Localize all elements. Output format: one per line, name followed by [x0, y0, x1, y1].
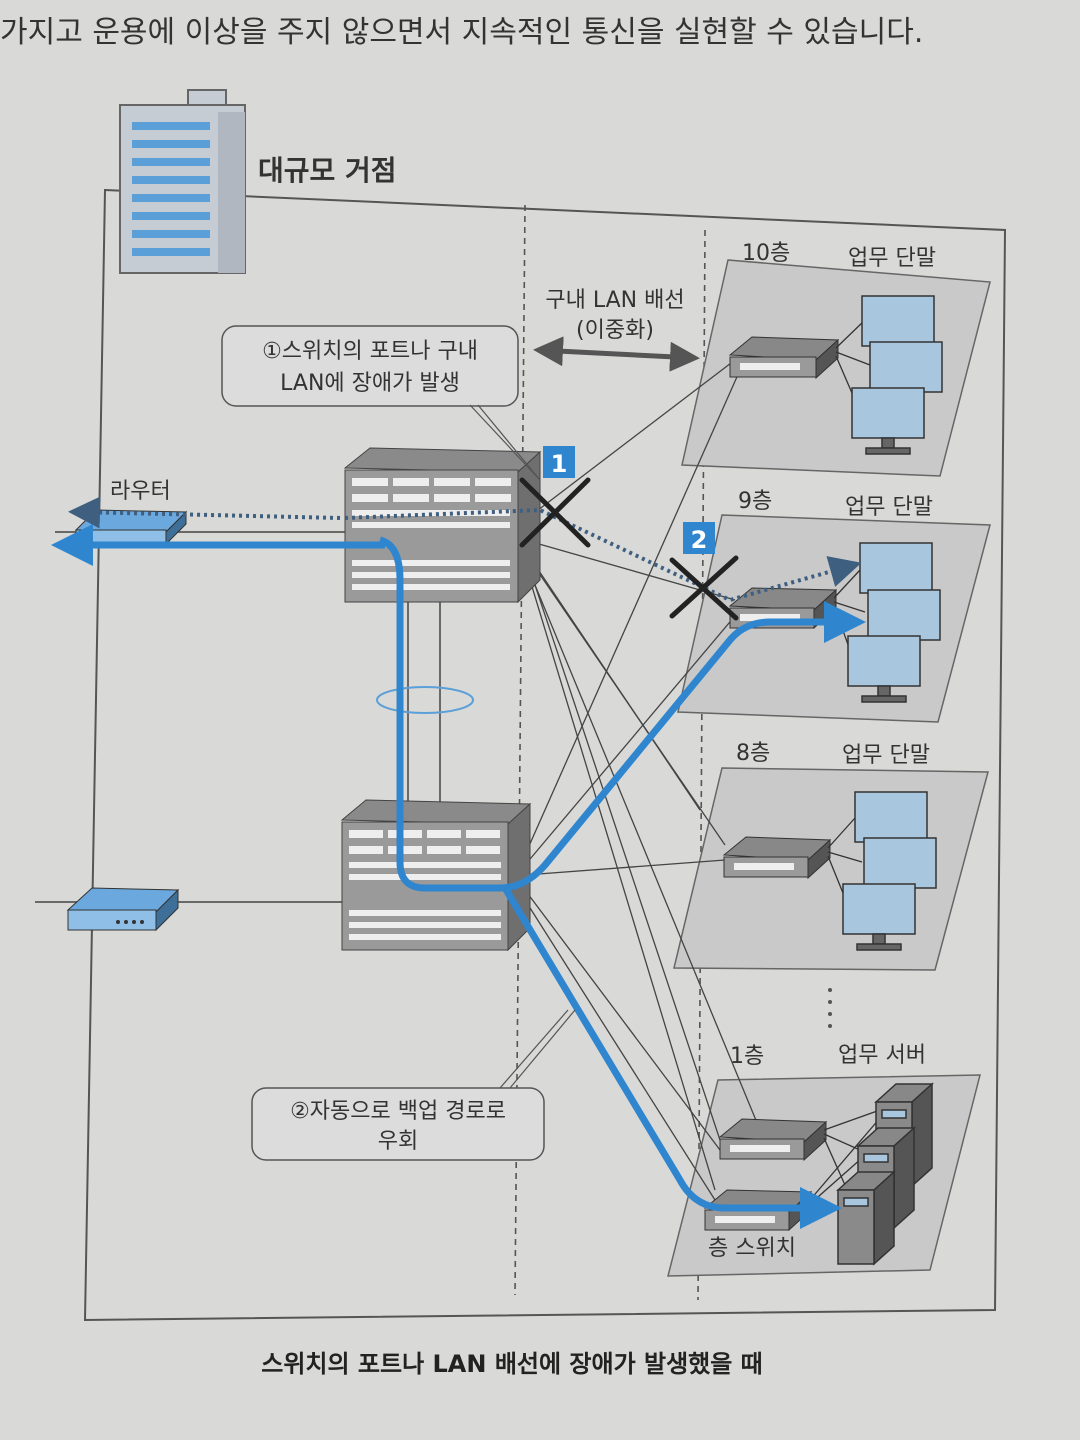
floor-8-panel: [673, 767, 989, 971]
failed-path: [68, 496, 862, 603]
floor-10-device-label: 업무 단말: [848, 246, 936, 271]
site-title: 대규모 거점: [258, 154, 397, 187]
callout-1-line2: LAN에 장애가 발생: [280, 371, 460, 396]
floor-10-panel: [681, 259, 991, 477]
server-icons: [836, 1082, 934, 1266]
lan-label-line1: 구내 LAN 배선: [545, 288, 684, 313]
callout-2: ②자동으로 백업 경로로 우회: [251, 1009, 576, 1161]
marker-1: 1: [543, 446, 575, 478]
floor-9-label: 9층: [738, 489, 772, 514]
top-text: 가지고 운용에 이상을 주지 않으면서 지속적인 통신을 실현할 수 있습니다.: [0, 15, 923, 50]
floor-1-label: 1층: [730, 1044, 764, 1069]
floor-8-device-label: 업무 단말: [842, 743, 930, 768]
floors-ellipsis: [828, 988, 832, 1028]
core-switch-top: [343, 447, 542, 604]
marker-1-label: 1: [551, 450, 568, 478]
divider-left: [514, 204, 526, 1296]
floor-switch-label: 층 스위치: [708, 1236, 796, 1261]
marker-2-label: 2: [691, 526, 708, 554]
router-label: 라우터: [110, 479, 171, 504]
floor-switch-1a: [718, 1118, 828, 1162]
site-frame: [83, 188, 1007, 1322]
monitor-icons: [842, 295, 943, 951]
router-2-icon: [66, 887, 180, 932]
floor-switch-10: [728, 336, 840, 380]
callout-2-line1: ②자동으로 백업 경로로: [290, 1099, 506, 1124]
link-aggregation-ring: [376, 686, 474, 714]
callout-1-line1: ①스위치의 포트나 구내: [262, 339, 478, 364]
floor-switch-8: [722, 836, 832, 880]
floor-1-device-label: 업무 서버: [838, 1043, 926, 1068]
callout-2-line2: 우회: [378, 1129, 418, 1154]
floor-9-device-label: 업무 단말: [845, 495, 933, 520]
floor-10-label: 10층: [742, 241, 790, 266]
figure-caption: 스위치의 포트나 LAN 배선에 장애가 발생했을 때: [261, 1350, 763, 1378]
router-icon: [74, 509, 188, 546]
building-icon: [119, 89, 246, 274]
callout-1: ①스위치의 포트나 구내 LAN에 장애가 발생: [221, 325, 541, 481]
marker-2: 2: [683, 522, 715, 554]
core-switch-bottom: [340, 799, 532, 952]
stack-links: [407, 600, 441, 805]
floor-8-label: 8층: [736, 741, 770, 766]
lan-label-line2: (이중화): [576, 318, 654, 343]
failure-x-marks: [519, 477, 739, 621]
backup-path: [51, 524, 866, 1229]
lan-double-arrow: [533, 336, 700, 372]
